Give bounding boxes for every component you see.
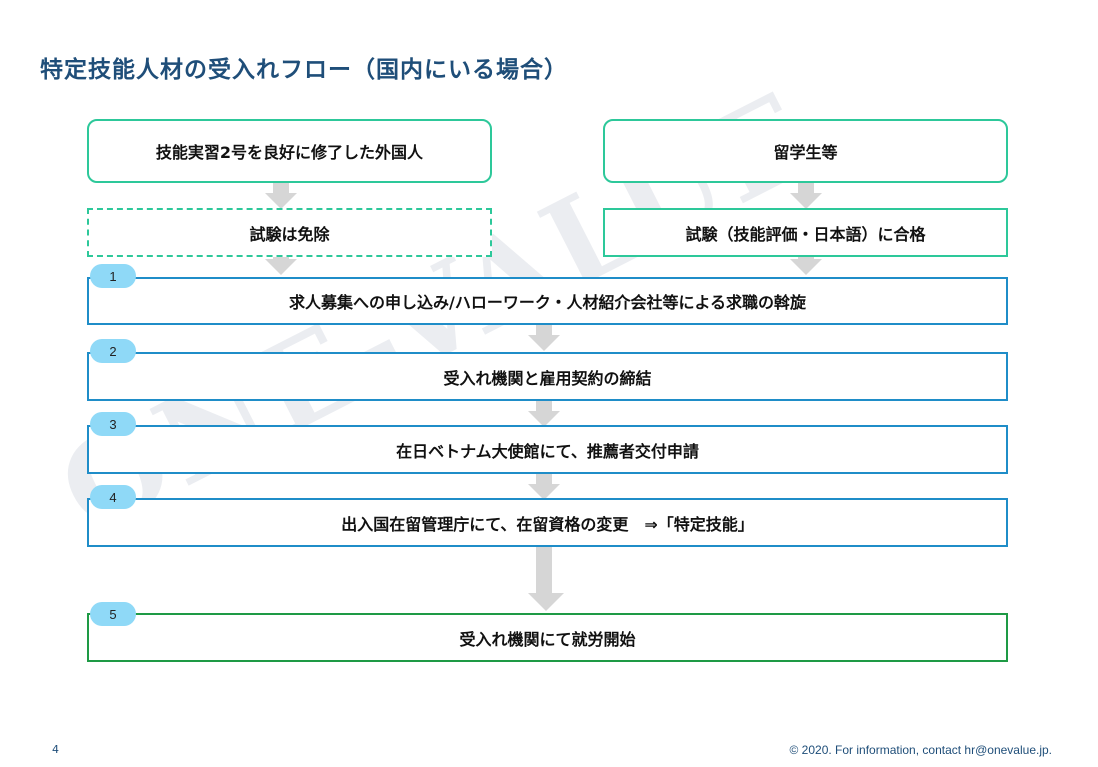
- step-label-2: 受入れ機関と雇用契約の締結: [443, 368, 652, 388]
- step-box-1: 求人募集への申し込み/ハローワーク・人材紹介会社等による求職の斡旋: [87, 277, 1008, 325]
- page-number: 4: [52, 743, 59, 756]
- exam-label-exempt: 試験は免除: [249, 224, 330, 244]
- exam-label-pass: 試験（技能評価・日本語）に合格: [685, 224, 926, 244]
- step-label-5: 受入れ機関にて就労開始: [459, 629, 636, 649]
- step-label-4: 出入国在留管理庁にて、在留資格の変更 ⇒「特定技能」: [341, 514, 754, 534]
- step-label-1: 求人募集への申し込み/ハローワーク・人材紹介会社等による求職の斡旋: [288, 293, 807, 312]
- step-badge-2: 2: [90, 339, 136, 363]
- step-box-5: 受入れ機関にて就労開始: [87, 613, 1008, 662]
- step-label-3: 在日ベトナム大使館にて、推薦者交付申請: [396, 441, 699, 461]
- exam-box-exempt: 試験は免除: [87, 208, 492, 257]
- step-box-2: 受入れ機関と雇用契約の締結: [87, 352, 1008, 401]
- page-title: 特定技能人材の受入れフロー（国内にいる場合）: [40, 57, 568, 83]
- source-box-students: 留学生等: [603, 119, 1008, 183]
- source-box-technical-intern: 技能実習2号を良好に修了した外国人: [87, 119, 492, 183]
- step-badge-3: 3: [90, 412, 136, 436]
- step-box-3: 在日ベトナム大使館にて、推薦者交付申請: [87, 425, 1008, 474]
- step-badge-4: 4: [90, 485, 136, 509]
- source-label-technical-intern: 技能実習2号を良好に修了した外国人: [155, 143, 424, 162]
- exam-box-pass: 試験（技能評価・日本語）に合格: [603, 208, 1008, 257]
- step-badge-5: 5: [90, 602, 136, 626]
- step-badge-1: 1: [90, 264, 136, 288]
- step-box-4: 出入国在留管理庁にて、在留資格の変更 ⇒「特定技能」: [87, 498, 1008, 547]
- source-label-students: 留学生等: [773, 143, 838, 162]
- copyright-notice: © 2020. For information, contact hr@onev…: [789, 743, 1053, 757]
